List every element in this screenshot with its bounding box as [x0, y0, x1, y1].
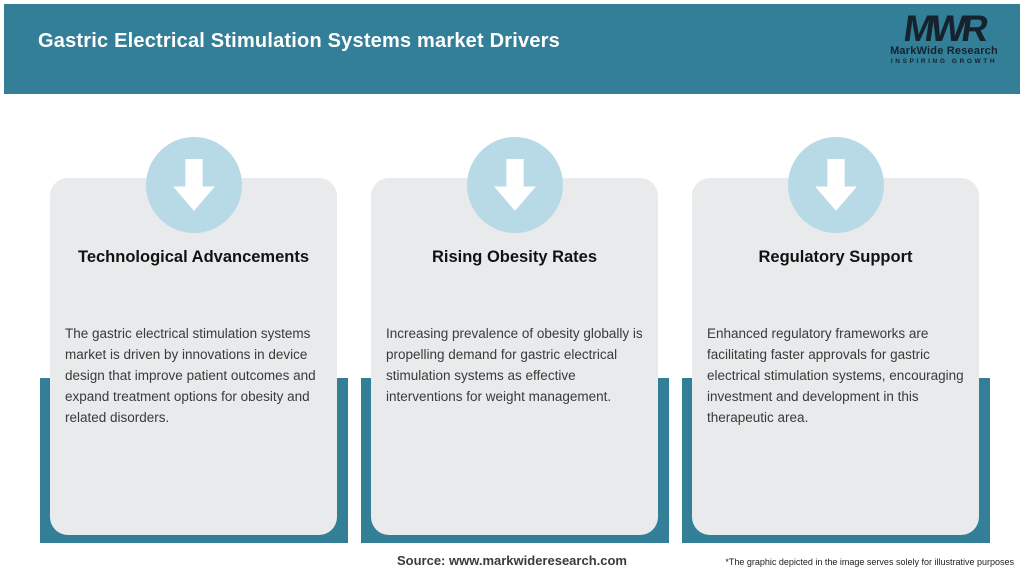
- page-title: Gastric Electrical Stimulation Systems m…: [38, 30, 560, 52]
- driver-card-rising-obesity-rates: Rising Obesity Rates Increasing prevalen…: [361, 137, 669, 543]
- logo-tagline: INSPIRING GROWTH: [890, 58, 998, 65]
- markwide-research-logo: MWR MarkWide Research INSPIRING GROWTH: [884, 8, 1004, 65]
- card-description: Increasing prevalence of obesity globall…: [386, 326, 643, 404]
- down-arrow-icon: [788, 137, 884, 233]
- card-title: Technological Advancements: [77, 248, 310, 266]
- logo-monogram: MWR: [900, 8, 988, 49]
- card-body: Rising Obesity Rates Increasing prevalen…: [371, 178, 658, 535]
- down-arrow-icon: [467, 137, 563, 233]
- down-arrow-icon: [146, 137, 242, 233]
- card-title: Rising Obesity Rates: [431, 248, 598, 266]
- source-text: Source: www.markwideresearch.com: [396, 553, 627, 568]
- card-body: Technological Advancements The gastric e…: [50, 178, 337, 535]
- header-band: Gastric Electrical Stimulation Systems m…: [4, 4, 1020, 94]
- driver-card-technological-advancements: Technological Advancements The gastric e…: [40, 137, 348, 543]
- card-title: Regulatory Support: [758, 248, 913, 266]
- card-body: Regulatory Support Enhanced regulatory f…: [692, 178, 979, 535]
- card-description: Enhanced regulatory frameworks are facil…: [707, 326, 964, 425]
- driver-card-regulatory-support: Regulatory Support Enhanced regulatory f…: [682, 137, 990, 543]
- logo-name: MarkWide Research: [890, 45, 998, 57]
- disclaimer-text: *The graphic depicted in the image serve…: [725, 557, 1014, 567]
- card-description: The gastric electrical stimulation syste…: [65, 326, 316, 425]
